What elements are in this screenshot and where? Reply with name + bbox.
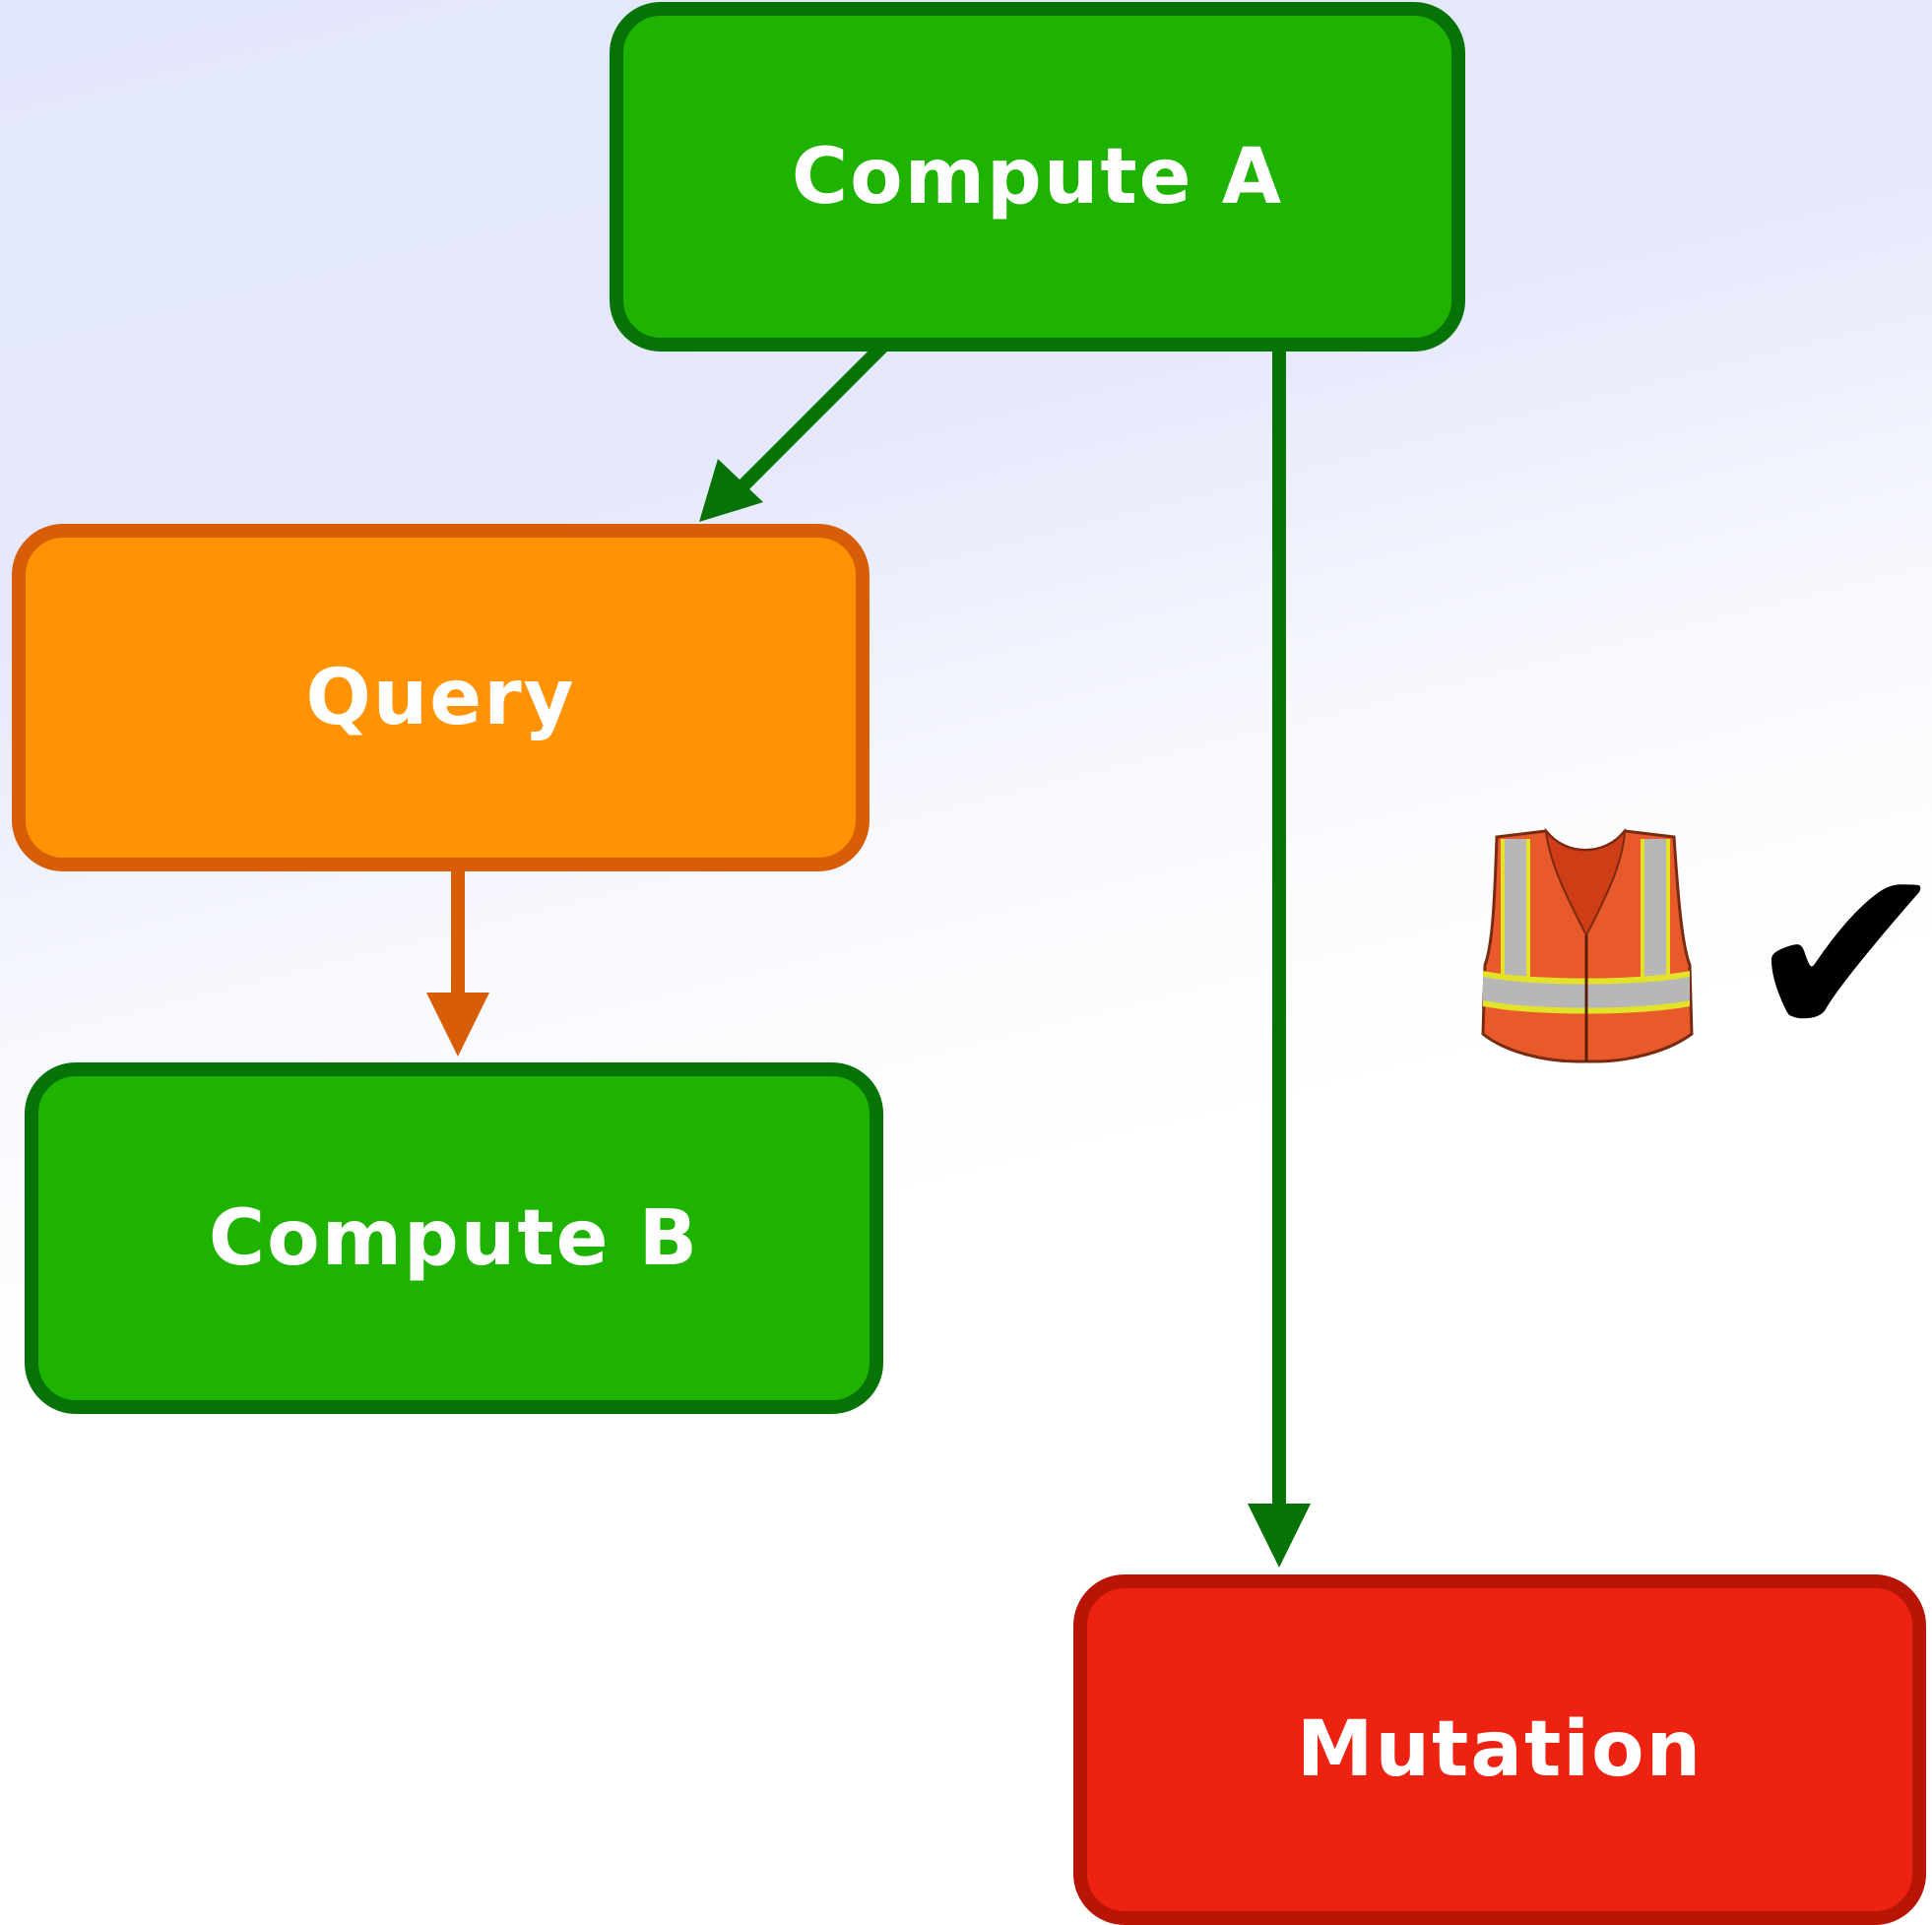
node-compute-b-label: Compute B <box>208 1193 700 1283</box>
checkmark-icon: ✔ <box>1743 811 1932 1098</box>
safety-vest-icon <box>1481 827 1694 1063</box>
node-mutation-label: Mutation <box>1296 1705 1704 1794</box>
node-query-label: Query <box>305 653 576 742</box>
node-compute-b[interactable]: Compute B <box>25 1062 883 1414</box>
node-mutation[interactable]: Mutation <box>1073 1574 1926 1925</box>
node-compute-a[interactable]: Compute A <box>610 2 1465 352</box>
node-query[interactable]: Query <box>12 524 869 871</box>
node-compute-a-label: Compute A <box>791 132 1284 222</box>
